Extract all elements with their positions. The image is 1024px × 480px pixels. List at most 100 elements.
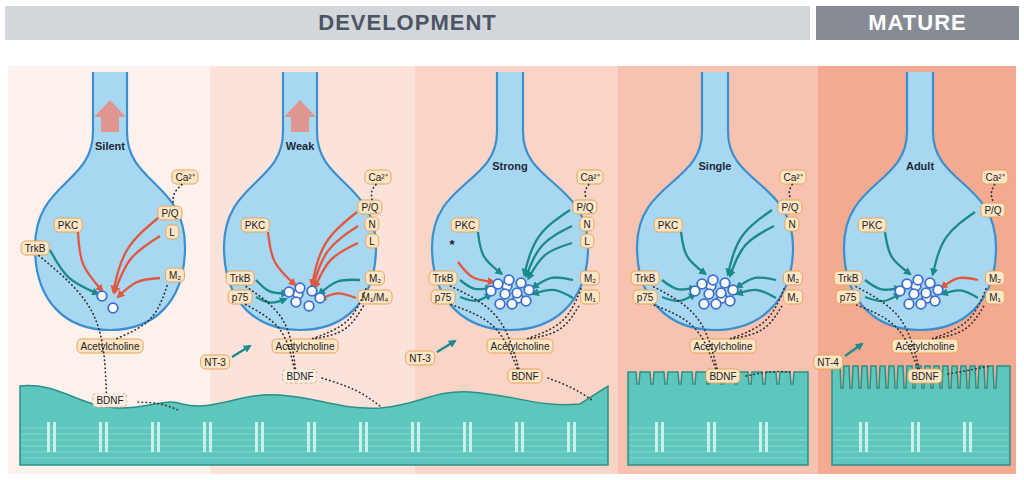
z-line	[759, 422, 762, 452]
molecule-label: Ca²⁺	[576, 170, 603, 185]
stage-panel	[818, 66, 1016, 474]
molecule-label: Ca²⁺	[981, 170, 1008, 185]
molecule-name: Ca²⁺	[580, 172, 599, 183]
signal-arrow	[942, 278, 978, 288]
banner-title: DEVELOPMENT	[318, 10, 496, 36]
molecule-label: NT-4	[813, 355, 843, 370]
synaptic-vesicle	[717, 293, 727, 303]
dotted-connector	[734, 304, 783, 339]
synaptic-vesicle	[513, 293, 523, 303]
stage-panel	[618, 66, 818, 474]
molecule-label: Acetylcholine	[690, 339, 757, 354]
molecule-name: p75	[840, 292, 857, 303]
signal-arrow	[256, 297, 286, 303]
signal-arrow	[78, 232, 102, 291]
synaptic-vesicle	[304, 301, 314, 311]
signal-arrow	[524, 210, 570, 275]
dotted-connector	[316, 305, 365, 339]
signal-arrow	[115, 236, 160, 293]
dotted-connector	[371, 185, 376, 200]
molecule-label: TrkB	[429, 271, 458, 286]
molecule-name: P/Q	[781, 202, 798, 213]
dotted-connector	[117, 283, 168, 339]
synaptic-vesicle	[293, 289, 303, 299]
molecule-name: P/Q	[984, 205, 1001, 216]
molecule-label: N	[784, 217, 799, 232]
molecule-label: BDNF	[907, 369, 942, 384]
z-line	[417, 422, 420, 452]
z-line	[911, 422, 914, 452]
synaptic-vesicle	[933, 285, 943, 295]
molecule-label: p75	[633, 290, 658, 305]
signal-arrow	[526, 226, 572, 276]
molecule-label: BDNF	[92, 393, 127, 408]
myofibril-line	[630, 458, 806, 459]
myofibril-line	[22, 458, 606, 459]
molecule-label: M₂	[783, 271, 803, 286]
synaptic-vesicle	[315, 293, 325, 303]
z-line	[661, 422, 664, 452]
signal-arrow	[312, 212, 357, 286]
molecule-name: NT-3	[409, 353, 431, 364]
signal-arrow	[528, 243, 572, 279]
synaptic-vesicle	[895, 286, 905, 296]
signal-arrow	[458, 262, 494, 282]
molecule-label: P/Q	[572, 200, 597, 215]
dotted-connector	[731, 286, 786, 339]
molecule-label: P/Q	[777, 200, 802, 215]
dotted-connector	[936, 304, 985, 339]
stage-name: Weak	[215, 140, 385, 152]
molecule-name: TrkB	[838, 273, 859, 284]
z-line	[411, 422, 414, 452]
molecule-label: L	[365, 234, 379, 249]
molecule-name: L	[369, 236, 375, 247]
dotted-connector	[991, 185, 994, 203]
molecule-name: P/Q	[161, 208, 178, 219]
molecule-label: N	[364, 217, 379, 232]
trophic-arrow	[845, 344, 862, 356]
signal-arrow	[533, 290, 573, 298]
synaptic-vesicle	[728, 285, 738, 295]
molecule-label: L	[580, 234, 594, 249]
molecule-name: Acetylcholine	[896, 341, 955, 352]
dotted-connector	[173, 185, 182, 206]
molecule-name: TrkB	[635, 273, 656, 284]
molecule-name: BDNF	[96, 395, 123, 406]
molecule-name: NT-3	[204, 357, 226, 368]
signal-arrow	[320, 293, 356, 299]
synaptic-vesicle	[507, 299, 517, 309]
z-line	[105, 422, 108, 452]
retraction-arrow	[94, 100, 126, 132]
molecule-name: M₂	[369, 273, 381, 284]
molecule-name: P/Q	[361, 202, 378, 213]
molecule-label: M₁	[783, 290, 803, 305]
banner-title: MATURE	[868, 10, 966, 36]
muscle-fiber	[20, 386, 608, 465]
molecule-label: M₂	[580, 271, 600, 286]
terminal-membrane	[844, 72, 996, 330]
z-line	[713, 422, 716, 452]
synaptic-vesicle	[909, 289, 919, 299]
molecule-label: M₁	[580, 290, 600, 305]
synaptic-vesicle	[716, 288, 726, 298]
dotted-connector	[585, 185, 589, 200]
molecule-name: Ca²⁺	[985, 172, 1004, 183]
molecule-label: NT-3	[200, 355, 230, 370]
signal-arrow	[319, 280, 360, 295]
synaptic-vesicle	[97, 291, 107, 301]
nerve-terminal: WeakPKCP/QNLTrkBp75M₂M₁/M₄	[215, 72, 385, 334]
molecule-label: p75	[228, 290, 253, 305]
molecule-name: Acetylcholine	[694, 341, 753, 352]
signal-arrow	[315, 243, 358, 288]
molecule-name: p75	[232, 292, 249, 303]
signal-arrow	[118, 278, 160, 297]
terminal-membrane	[224, 72, 376, 330]
molecule-label: L	[165, 225, 179, 240]
z-line	[99, 422, 102, 452]
synaptic-vesicle	[922, 293, 932, 303]
signal-arrow	[681, 232, 705, 274]
signal-arrow	[730, 226, 774, 276]
molecule-name: TrkB	[25, 243, 46, 254]
synaptic-vesicle	[500, 289, 510, 299]
